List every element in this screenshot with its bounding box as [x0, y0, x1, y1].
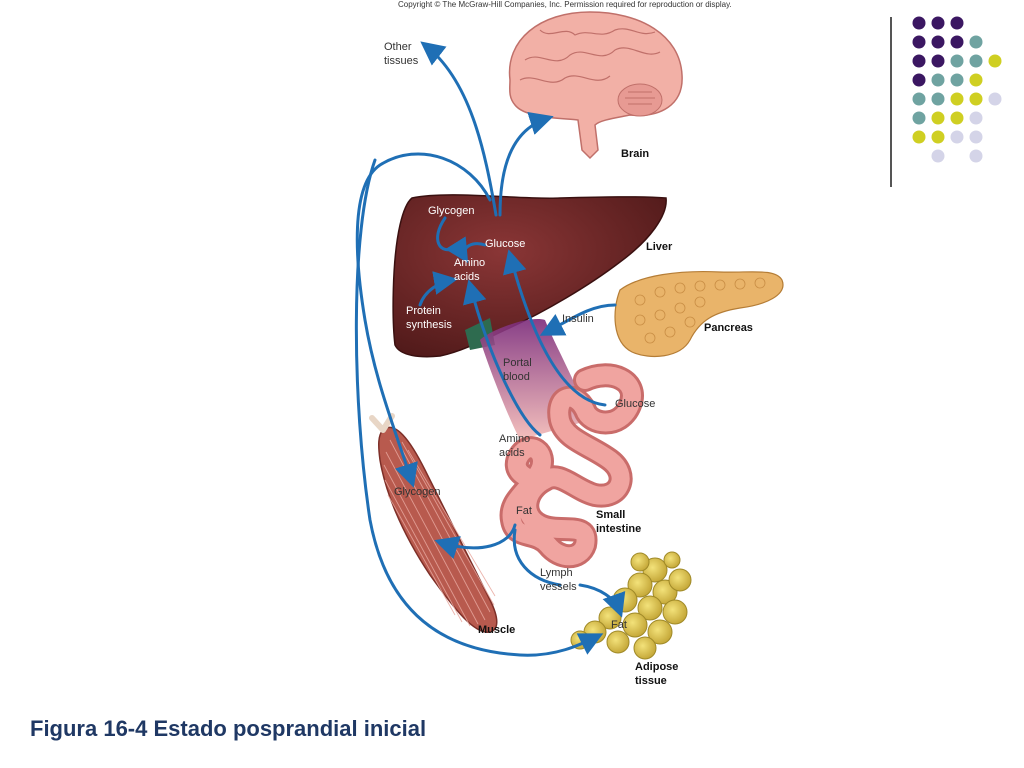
muscle-illustration [369, 413, 498, 633]
insulin-label: Insulin [562, 313, 594, 325]
decorative-dot [950, 16, 964, 30]
arrow-protein-synthesis [418, 271, 458, 307]
arrow-intestinal-glucose [503, 249, 607, 407]
muscle-label: Muscle [478, 624, 515, 636]
muscle-glycogen-label: Glycogen [394, 486, 440, 498]
svg-text:vessels: vessels [540, 581, 577, 593]
figure-caption: Figura 16-4 Estado posprandial inicial [30, 716, 427, 741]
pancreas-illustration [614, 271, 784, 358]
svg-text:tissue: tissue [635, 675, 667, 687]
decorative-dot [950, 54, 964, 68]
svg-text:Adipose: Adipose [635, 661, 678, 673]
decorative-dot [931, 111, 945, 125]
decorative-dot [931, 54, 945, 68]
divider-line [890, 17, 892, 187]
pancreas-label: Pancreas [704, 322, 753, 334]
svg-text:intestine: intestine [596, 523, 641, 535]
decorative-dot [950, 130, 964, 144]
decorative-dot [931, 92, 945, 106]
portal-blood-label: Portal blood [503, 357, 532, 383]
svg-text:Amino: Amino [454, 257, 485, 269]
decorative-dot [931, 149, 945, 163]
arrow-glucose-amino [445, 236, 487, 264]
decorative-dot [950, 35, 964, 49]
decorative-dot [931, 35, 945, 49]
decorative-dot [912, 111, 926, 125]
decorative-dot [912, 92, 926, 106]
copyright-notice: Copyright © The McGraw-Hill Companies, I… [398, 0, 732, 9]
decorative-dot [950, 111, 964, 125]
decorative-dot [912, 54, 926, 68]
decorative-dot [931, 130, 945, 144]
arrow-insulin [539, 303, 617, 336]
decorative-dot [912, 130, 926, 144]
decorative-dot [912, 16, 926, 30]
decorative-dot [969, 35, 983, 49]
arrow-to-brain [498, 111, 554, 217]
decorative-dot [931, 73, 945, 87]
decorative-dot [969, 54, 983, 68]
arrow-to-other-tissues [420, 41, 498, 217]
svg-text:Portal: Portal [503, 357, 532, 369]
intestine-glucose-label: Glucose [615, 398, 655, 410]
arrow-liver-to-muscle [355, 152, 492, 488]
arrow-intestinal-amino [463, 279, 542, 437]
brain-illustration [508, 11, 683, 160]
protein-synthesis-label: Protein synthesis [406, 305, 452, 331]
brain-label: Brain [621, 148, 649, 160]
svg-text:acids: acids [454, 271, 480, 283]
other-tissues-label: Other tissues [384, 41, 419, 67]
liver-label: Liver [646, 241, 673, 253]
decorative-dot [969, 92, 983, 106]
decorative-dot [912, 35, 926, 49]
decorative-dot [950, 92, 964, 106]
intestine-amino-acids-label: Amino acids [499, 433, 530, 459]
small-intestine-label: Small intestine [596, 509, 641, 535]
arrow-fat-to-lymph [512, 528, 562, 587]
decorative-dot [912, 73, 926, 87]
adipose-tissue-label: Adipose tissue [635, 661, 678, 687]
arrow-liver-to-adipose [354, 158, 604, 657]
flow-arrows [354, 41, 626, 657]
intestine-fat-label: Fat [516, 505, 532, 517]
svg-text:blood: blood [503, 371, 530, 383]
adipose-tissue-illustration [570, 551, 692, 660]
arrow-lymph-to-adipose [578, 583, 626, 618]
svg-text:acids: acids [499, 447, 525, 459]
decorative-dot [969, 149, 983, 163]
decorative-dot [969, 73, 983, 87]
svg-text:synthesis: synthesis [406, 319, 452, 331]
decorative-dot-grid [912, 16, 1002, 163]
liver-glycogen-label: Glycogen [428, 205, 474, 217]
small-intestine-illustration [499, 363, 644, 569]
decorative-dot [969, 111, 983, 125]
svg-text:tissues: tissues [384, 55, 419, 67]
liver-amino-acids-label: Amino acids [454, 257, 485, 283]
arrow-fat-to-muscle [434, 523, 517, 559]
svg-text:Lymph: Lymph [540, 567, 573, 579]
svg-text:Small: Small [596, 509, 625, 521]
adipose-fat-label: Fat [611, 619, 627, 631]
decorative-dot [931, 16, 945, 30]
svg-text:Amino: Amino [499, 433, 530, 445]
svg-text:Other: Other [384, 41, 412, 53]
lymph-vessels-label: Lymph vessels [540, 567, 577, 593]
decorative-dot [988, 92, 1002, 106]
liver-glucose-label: Glucose [485, 238, 525, 250]
decorative-dot [988, 54, 1002, 68]
svg-text:Protein: Protein [406, 305, 441, 317]
decorative-dot [950, 73, 964, 87]
decorative-dot [969, 130, 983, 144]
